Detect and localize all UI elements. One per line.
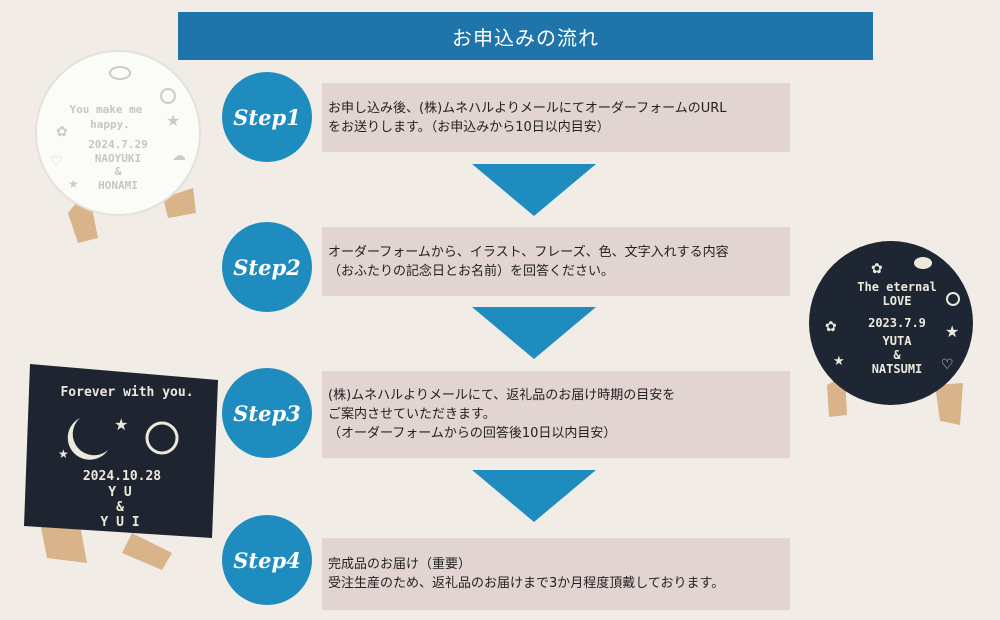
step-3-line-2: ご案内させていただきます。 — [328, 407, 496, 422]
white-coaster-line-1: You make me — [70, 103, 143, 116]
dark-square-line-5: Y U I — [100, 515, 139, 530]
step-4-line-1: 完成品のお届け（重要） — [328, 557, 472, 572]
dark-square-line-2: 2024.10.28 — [83, 469, 161, 484]
down-arrow-icon — [472, 164, 596, 216]
white-coaster-line-4: NAOYUKI — [95, 152, 141, 165]
down-arrow-icon — [472, 470, 596, 522]
flower-icon: ✿ — [825, 319, 837, 335]
flower-icon: ✿ — [56, 124, 68, 140]
step-3-line-1: (株)ムネハルよりメールにて、返礼品のお届け時期の目安を — [328, 388, 676, 403]
apple-icon — [946, 292, 960, 306]
white-coaster-line-2: happy. — [90, 118, 130, 131]
star-icon: ★ — [58, 447, 69, 461]
dark-square-line-3: Y U — [108, 485, 132, 500]
step-2-description: オーダーフォームから、イラスト、フレーズ、色、文字入れする内容 （おふたりの記念… — [322, 227, 790, 296]
step-2-line-2: （おふたりの記念日とお名前）を回答ください。 — [328, 263, 615, 279]
step-3-line-3: （オーダーフォームからの回答後10日以内目安） — [328, 426, 617, 441]
dark-round-coaster-image: The eternal LOVE 2023.7.9 YUTA & NATSUMI… — [805, 235, 985, 430]
dark-square-line-4: & — [116, 500, 124, 515]
step-1-badge: Step1 — [222, 72, 312, 162]
dark-square-line-1: Forever with you. — [60, 385, 193, 400]
step-1-description: お申し込み後、(株)ムネハルよりメールにてオーダーフォームのURL をお送りしま… — [322, 83, 790, 152]
step-2-line-1: オーダーフォームから、イラスト、フレーズ、色、文字入れする内容 — [328, 244, 729, 260]
step-4-description: 完成品のお届け（重要） 受注生産のため、返礼品のお届けまで3か月程度頂戴しており… — [322, 538, 790, 610]
dark-round-line-1: The eternal — [857, 280, 936, 294]
star-icon: ★ — [833, 354, 845, 369]
apple-icon — [160, 88, 176, 104]
sun-icon — [145, 421, 179, 455]
white-coaster-line-3: 2024.7.29 — [88, 138, 148, 151]
page-title: お申込みの流れ — [178, 12, 873, 60]
step-1-line-2: をお送りします。（お申込みから10日以内目安） — [328, 119, 610, 135]
dark-round-line-2: LOVE — [883, 294, 912, 308]
step-4-badge: Step4 — [222, 515, 312, 605]
dark-round-line-4: YUTA — [883, 334, 913, 348]
white-coaster-image: You make me happy. 2024.7.29 NAOYUKI & H… — [28, 38, 208, 248]
step-2-badge: Step2 — [222, 222, 312, 312]
heart-icon: ♡ — [941, 357, 954, 373]
cloud-icon: ☁ — [172, 148, 186, 164]
dark-square-coaster-image: Forever with you. ★ ★ 2024.10.28 Y U & Y… — [22, 358, 222, 573]
heart-icon: ♡ — [50, 154, 63, 170]
dark-round-line-3: 2023.7.9 — [868, 316, 926, 330]
step-3-description: (株)ムネハルよりメールにて、返礼品のお届け時期の目安を ご案内させていただきま… — [322, 371, 790, 458]
star-icon: ★ — [68, 177, 79, 191]
step-1-line-1: お申し込み後、(株)ムネハルよりメールにてオーダーフォームのURL — [328, 100, 727, 116]
bird-icon — [109, 66, 131, 80]
star-icon: ★ — [945, 322, 959, 341]
step-4-line-2: 受注生産のため、返礼品のお届けまで3か月程度頂戴しております。 — [328, 576, 725, 591]
dark-round-line-6: NATSUMI — [872, 362, 923, 376]
star-icon: ★ — [166, 111, 180, 130]
white-coaster-line-5: & — [115, 165, 122, 178]
star-icon: ★ — [114, 415, 128, 434]
down-arrow-icon — [472, 307, 596, 359]
bird-icon — [914, 257, 932, 269]
moon-icon — [67, 418, 108, 460]
flower-icon: ✿ — [871, 261, 883, 277]
step-3-badge: Step3 — [222, 368, 312, 458]
dark-round-line-5: & — [893, 348, 901, 362]
white-coaster-line-6: HONAMI — [98, 179, 138, 192]
